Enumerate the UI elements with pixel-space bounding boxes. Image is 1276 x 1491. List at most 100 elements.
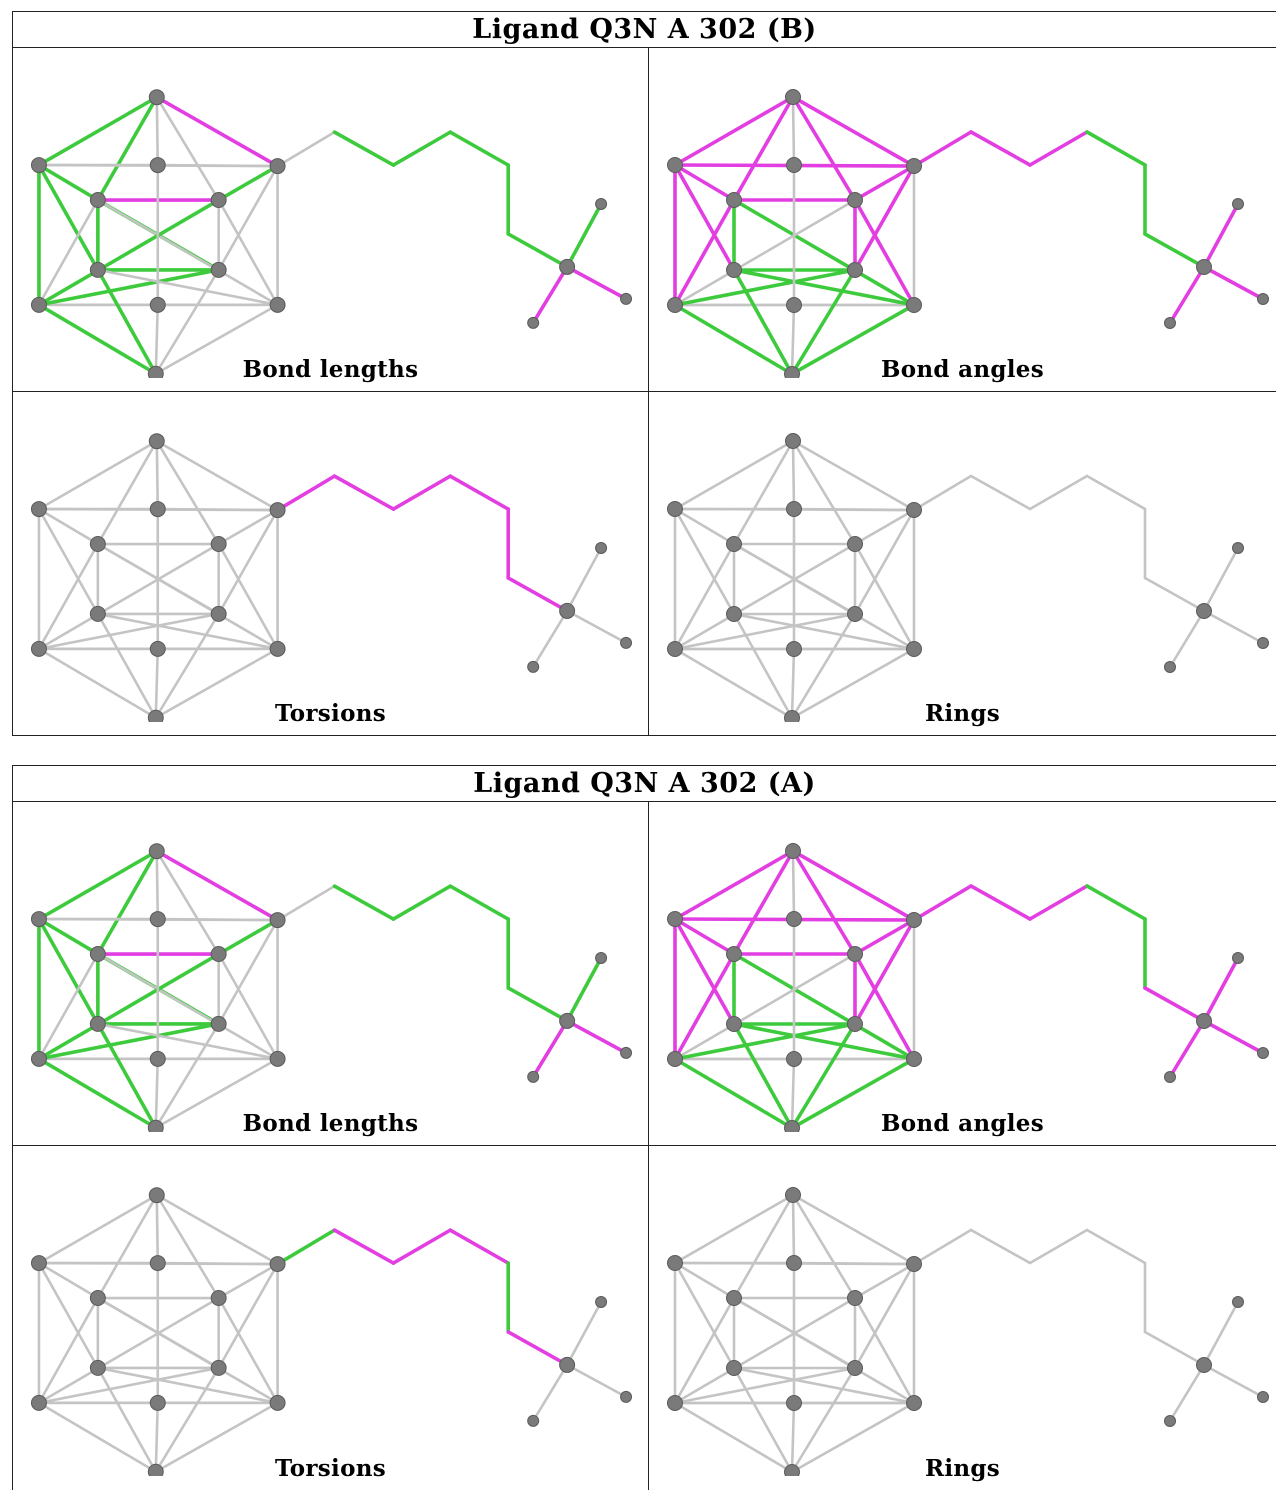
bond-c3-c4 [1085, 1228, 1147, 1265]
bond-uil-ll [673, 198, 736, 307]
atom-b [784, 1464, 800, 1476]
bond-ur-c1 [912, 1228, 973, 1266]
bond-q-f3 [1168, 1019, 1206, 1079]
atom-ll [667, 1395, 683, 1411]
bond-c3-c4 [448, 130, 511, 167]
atom-lm [149, 1050, 166, 1067]
bond-ur-lir [853, 1262, 916, 1370]
bond-c5-c6 [506, 1330, 569, 1367]
bond-q-f2 [1202, 265, 1265, 301]
bond-uil-lr [96, 542, 279, 651]
panel-torsions: Torsions [13, 392, 649, 736]
bond-c2-c3 [1028, 474, 1089, 511]
atom-f3 [1164, 317, 1176, 329]
atom-um [786, 157, 802, 173]
bond-t-uil [96, 1193, 159, 1300]
bond-ll-lir [673, 612, 857, 651]
bond-q-f1 [1202, 956, 1240, 1023]
bond-lr-b [154, 1057, 279, 1130]
atom-ul [667, 1255, 683, 1271]
bond-lm-b [154, 1057, 160, 1130]
bond-uil-lr [732, 952, 916, 1061]
bond-uil-ll [37, 542, 100, 651]
bond-ur-c1 [275, 1228, 337, 1266]
bond-c5-c6 [1143, 1330, 1206, 1367]
bond-q-f1 [565, 1300, 603, 1367]
bond-ul-uil [673, 507, 736, 546]
bond-q-f3 [531, 609, 569, 669]
bond-lr-b [790, 1401, 916, 1474]
panel-rings: Rings [649, 1146, 1276, 1490]
bond-ur-c1 [912, 884, 973, 922]
bond-uil-lr [96, 1296, 279, 1405]
bond-uir-ur [853, 918, 916, 956]
bond-t-ul [673, 439, 795, 511]
atom-q [1196, 259, 1212, 275]
bond-t-ur [154, 849, 280, 922]
atom-f3 [527, 316, 540, 329]
atom-f3 [527, 660, 540, 673]
atom-f3 [527, 1414, 540, 1427]
atom-ul [30, 501, 47, 518]
bond-ul-uil [673, 1261, 736, 1300]
bond-c5-c6 [1143, 986, 1206, 1023]
bond-lil-lr [732, 612, 916, 651]
bond-uir-lr [853, 952, 916, 1061]
bond-lil-b [96, 1366, 158, 1474]
bond-q-f1 [565, 546, 603, 613]
atom-lir [210, 1359, 227, 1376]
bond-c5-c6 [1143, 232, 1206, 269]
panel-caption: Torsions [274, 700, 387, 727]
bond-uir-ll [37, 1296, 220, 1405]
atom-lil [89, 261, 106, 278]
bond-lm-b [790, 1057, 796, 1130]
bond-ul-uil [37, 507, 100, 546]
atom-f2 [1257, 637, 1269, 649]
atom-t [148, 89, 165, 106]
atom-f1 [1232, 542, 1244, 554]
atom-ll [667, 641, 683, 657]
bond-t-uil [96, 95, 159, 202]
bond-uir-lr [217, 952, 279, 1061]
bond-q-f3 [531, 1019, 569, 1079]
atom-uir [210, 1290, 227, 1307]
atom-f1 [595, 542, 608, 555]
bond-lil-lr [732, 1022, 916, 1061]
bond-ul-uil [37, 917, 100, 956]
bond-q-f3 [1168, 609, 1206, 669]
bond-ll-lir [673, 268, 857, 307]
bond-ul-uil [673, 917, 736, 956]
bond-ll-lir [673, 1022, 857, 1061]
bond-uil-lr [732, 1296, 916, 1405]
atom-lr [906, 297, 922, 313]
atom-lr [269, 1394, 286, 1411]
bond-lm-b [154, 303, 160, 376]
bond-uir-lr [217, 1296, 279, 1405]
atom-t [785, 89, 801, 105]
bond-ul-uil [37, 1261, 100, 1300]
bond-t-uil [732, 439, 795, 546]
bond-lil-b [96, 612, 158, 720]
atom-lm [149, 640, 166, 657]
atom-lir [847, 606, 863, 622]
bond-lm-b [790, 1401, 796, 1474]
atom-lir [847, 1016, 863, 1032]
bond-uir-lr [853, 198, 916, 307]
bond-c2-c3 [391, 474, 453, 511]
bond-c2-c3 [1028, 884, 1089, 921]
ligand-table-b: Ligand Q3N A 302 (B) Bond lengths Bond a… [12, 11, 1276, 736]
bond-t-uir [791, 1193, 857, 1300]
bond-uil-ll [673, 1296, 736, 1405]
atom-f2 [620, 1390, 633, 1403]
molecule-diagram [30, 843, 633, 1132]
ligand-table-a: Ligand Q3N A 302 (A) Bond lengths Bond a… [12, 765, 1276, 1490]
panel-bond-lengths: Bond lengths [13, 48, 649, 392]
bond-c3-c4 [448, 884, 511, 921]
bond-t-ul [673, 849, 795, 921]
bond-lr-b [154, 647, 279, 720]
molecule-diagram [667, 843, 1269, 1132]
table-title: Ligand Q3N A 302 (B) [13, 12, 1276, 48]
bond-t-ul [673, 95, 795, 167]
bond-q-f3 [1168, 265, 1206, 325]
bond-uir-ll [673, 1296, 857, 1405]
